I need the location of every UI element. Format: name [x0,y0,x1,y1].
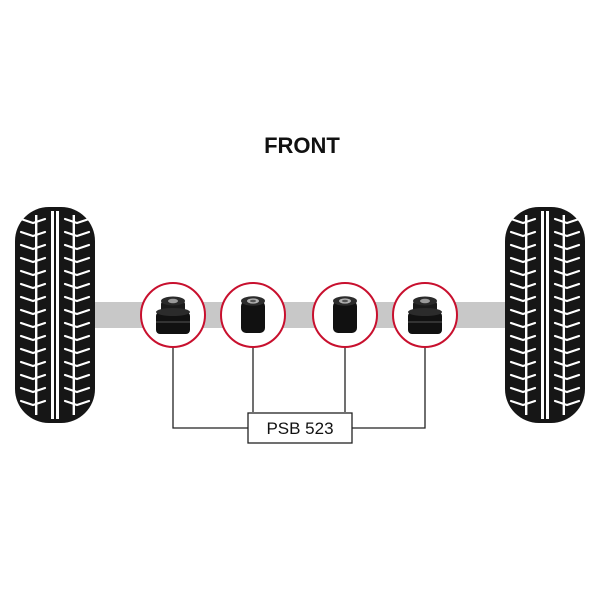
cylindrical-bush-icon [241,296,265,333]
connector-line-1 [172,348,248,429]
bush-callout-4 [392,282,458,348]
connector-line-4 [352,348,426,429]
flanged-bush-icon [156,296,190,334]
diagram-title: FRONT [264,133,340,158]
bush-callout-1 [140,282,206,348]
connector-lines [172,348,426,429]
cylindrical-bush-icon [333,296,357,333]
bush-callout-3 [312,282,378,348]
part-number-label: PSB 523 [266,419,333,438]
tyre-icon [13,205,97,425]
flanged-bush-icon [408,296,442,334]
tyre-icon [503,205,587,425]
left-wheel [13,205,97,425]
right-wheel [503,205,587,425]
part-number-box: PSB 523 [247,412,353,444]
bush-callout-2 [220,282,286,348]
